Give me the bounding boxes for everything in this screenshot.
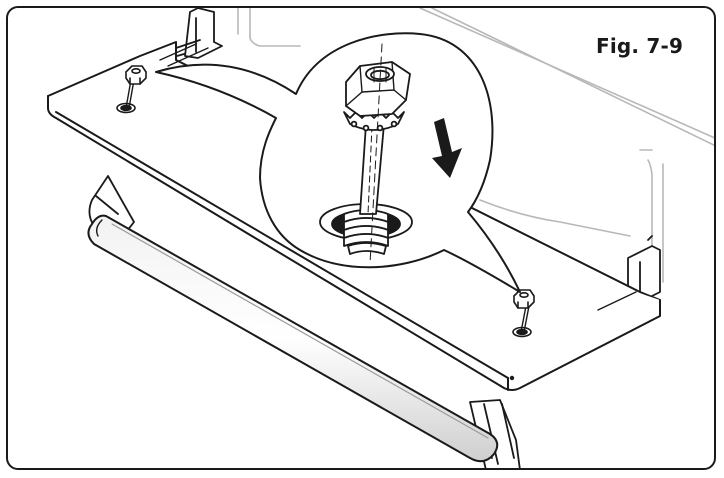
lock-washer <box>343 111 405 132</box>
cabinet-wall <box>237 8 714 283</box>
spring <box>343 209 389 255</box>
right-screw-assembly <box>512 289 535 338</box>
figure-label: Fig. 7-9 <box>596 34 684 58</box>
detail-screw-assembly <box>319 43 413 265</box>
support-rod <box>87 214 499 463</box>
left-screw-assembly <box>116 65 147 114</box>
down-arrow-icon <box>432 118 462 178</box>
right-hex-nut-icon <box>513 289 535 309</box>
detail-callout <box>155 32 521 293</box>
left-hex-nut-icon <box>125 65 147 85</box>
